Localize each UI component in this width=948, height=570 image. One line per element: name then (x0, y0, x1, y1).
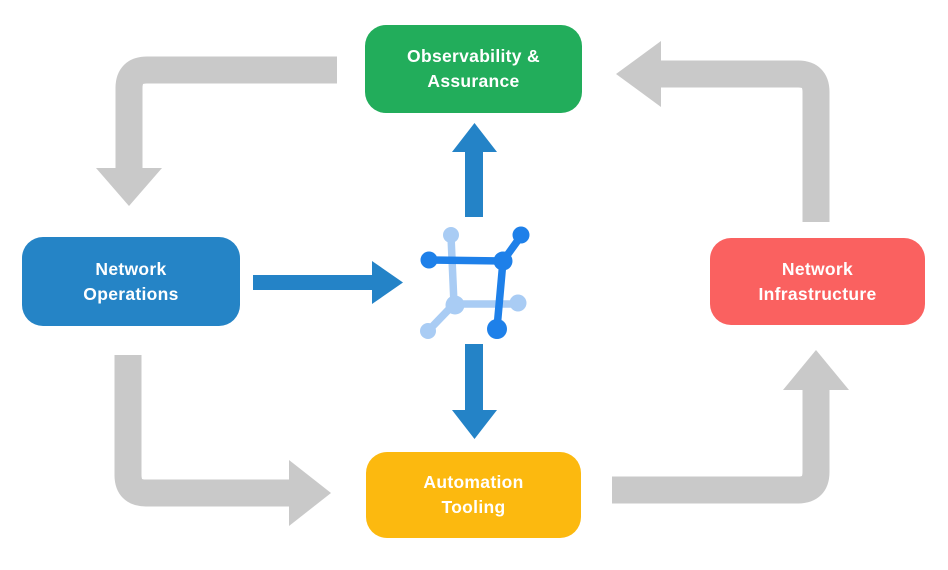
node-network-infrastructure: Network Infrastructure (710, 238, 925, 325)
cycle-arrow-top-to-left (96, 56, 337, 206)
cycle-arrow-right-to-top-shaft (661, 60, 830, 222)
node-network-operations: Network Operations (22, 237, 240, 326)
cycle-arrow-top-to-left-head (96, 168, 162, 206)
network-mesh-icon-secondary-nodes (420, 227, 527, 339)
node-network-infrastructure-label: Network Infrastructure (758, 258, 877, 304)
node-observability-assurance: Observability & Assurance (365, 25, 582, 113)
spoke-arrow-center-to-top (452, 123, 497, 217)
spoke-arrow-center-to-bottom (452, 344, 497, 439)
cycle-arrow-left-to-bottom-head (289, 460, 331, 526)
network-mesh-icon-primary-nodes (420, 226, 530, 339)
spoke-arrow-left-to-center (253, 261, 403, 304)
cycle-arrow-right-to-top (616, 41, 830, 222)
cycle-arrow-right-to-top-head (616, 41, 661, 107)
node-network-operations-label: Network Operations (83, 258, 179, 304)
cycle-arrow-left-to-bottom (114, 355, 331, 526)
network-mesh-icon (420, 226, 530, 339)
cycle-arrow-top-to-left-shaft (115, 56, 337, 170)
node-automation-tooling-label: Automation Tooling (423, 472, 524, 517)
cycle-arrow-bottom-to-right-head (783, 350, 849, 390)
node-observability-assurance-label: Observability & Assurance (407, 46, 540, 91)
node-automation-tooling: Automation Tooling (366, 452, 581, 538)
cycle-arrow-bottom-to-right-shaft (612, 390, 830, 504)
cycle-arrow-bottom-to-right (612, 350, 849, 504)
cycle-arrow-left-to-bottom-shaft (114, 355, 289, 507)
